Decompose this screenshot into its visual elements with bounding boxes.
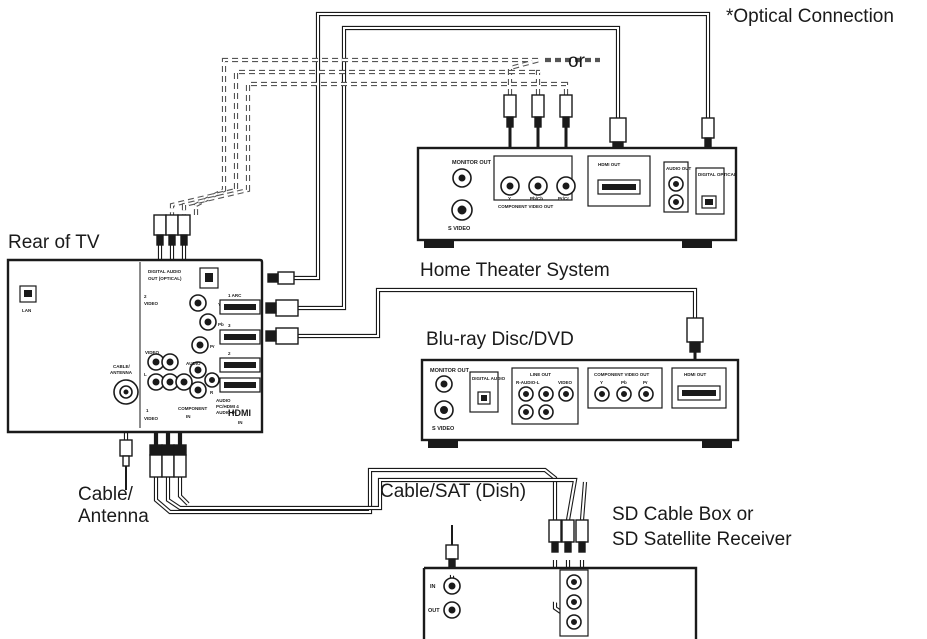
bluray-hdmi-out-label: HDMI OUT — [684, 372, 706, 377]
tv-hdmi-plugs — [265, 299, 299, 345]
or-label: or — [568, 51, 586, 72]
ht-pr-label: Pr/Cr — [558, 196, 569, 201]
pc-hdmi4-label: PC/HDMI 4 — [216, 404, 239, 409]
ht-component-video-out-label: COMPONENT VIDEO OUT — [498, 204, 554, 209]
video-label-top: VIDEO — [144, 301, 159, 306]
component-in-label: IN — [186, 414, 191, 419]
video-2-label: 2 — [144, 294, 147, 299]
tv-rear-panel: LAN DIGITAL AUDIO OUT (OPTICAL) 2 VIDEO … — [6, 258, 264, 434]
sd-box-in-label: IN — [430, 584, 436, 590]
ht-pb-label: Pb/Cb — [530, 196, 543, 201]
tv-component-plugs — [153, 214, 191, 246]
bluray-digital-audio-label: DIGITAL AUDIO — [472, 376, 506, 381]
hdmi-cable-home-theater — [298, 25, 621, 311]
sd-box-out-label: OUT — [428, 608, 440, 614]
pb-label: Pb — [218, 322, 224, 327]
sd-box-coax-plug — [445, 525, 459, 568]
optical-connection-label: *Optical Connection — [726, 6, 894, 27]
digital-audio-out-label: DIGITAL AUDIO — [148, 269, 182, 274]
component-label: COMPONENT — [178, 406, 208, 411]
bluray-s-video-label: S VIDEO — [432, 426, 455, 432]
ht-digital-optical-label: DIGITAL OPTICAL — [698, 172, 737, 177]
rear-of-tv-label: Rear of TV — [8, 232, 100, 253]
sd-box: IN OUT — [422, 566, 698, 639]
ht-audio-out-label: AUDIO OUT — [666, 166, 692, 171]
hdmi-cable-bluray — [298, 287, 698, 339]
plugs — [119, 94, 715, 568]
hdmi-logo: HDMI — [228, 408, 251, 418]
bluray-box: MONITOR OUT S VIDEO DIGITAL AUDIO LINE O… — [420, 358, 740, 448]
ht-monitor-out-label: MONITOR OUT — [452, 160, 492, 166]
bluray-foot-left — [428, 440, 458, 448]
cable-sat-label: Cable/SAT (Dish) — [380, 481, 526, 502]
audio-label-pc: AUDIO — [216, 398, 231, 403]
lan-label: LAN — [22, 308, 31, 313]
bluray-component-video-out-label: COMPONENT VIDEO OUT — [594, 372, 650, 377]
component-cable-dashed — [169, 57, 600, 215]
bluray-y-label: Y — [600, 380, 603, 385]
bluray-pb-label: Pb — [621, 380, 627, 385]
ht-foot-right — [682, 240, 712, 248]
bluray-pr-label: Pr — [643, 380, 648, 385]
composite-cable-sd-box — [153, 430, 588, 521]
bluray-foot-right — [702, 440, 732, 448]
ht-s-video-label: S VIDEO — [448, 226, 471, 232]
ht-hdmi-out-label: HDMI OUT — [598, 162, 620, 167]
bluray-monitor-out-label: MONITOR OUT — [430, 368, 470, 374]
pr-label: Pr — [210, 344, 215, 349]
hdmi-3-label: 3 — [228, 323, 231, 328]
hdmi-2-label: 2 — [228, 351, 231, 356]
r-label: R — [210, 390, 214, 395]
tv-composite-plugs — [149, 420, 187, 478]
ht-y-label: Y — [508, 196, 511, 201]
home-theater-label: Home Theater System — [420, 260, 610, 281]
home-theater-component-plugs — [503, 94, 573, 150]
tv-cable-antenna-label-2: ANTENNA — [110, 370, 133, 375]
audio-in-label: AUDIO IN — [216, 410, 236, 415]
tv-cable-antenna-label-1: CABLE/ — [113, 364, 130, 369]
cable-antenna-label-line1: Cable/ — [78, 484, 134, 505]
video-1-number: 1 — [146, 408, 149, 413]
cable-antenna-label-line2: Antenna — [78, 506, 149, 527]
audio-label: AUDIO — [186, 361, 201, 366]
bluray-video-label: VIDEO — [558, 380, 573, 385]
hdmi-in-label: IN — [238, 420, 243, 425]
video-1-label: VIDEO — [144, 416, 159, 421]
l-label: L — [144, 372, 147, 377]
labels: *Optical Connection or Rear of TV Home T… — [8, 6, 894, 550]
antenna-plug — [119, 439, 133, 490]
video-label-input: VIDEO — [145, 350, 160, 355]
tv-optical-plug — [267, 271, 295, 285]
sd-box-label-line1: SD Cable Box or — [612, 504, 754, 525]
bluray-r-audio-l-label: R-AUDIO-L — [516, 380, 540, 385]
bluray-label: Blu-ray Disc/DVD — [426, 329, 574, 350]
hdmi-arc-label: 1 ARC — [228, 293, 242, 298]
ht-foot-left — [424, 240, 454, 248]
sd-box-composite-plugs — [548, 519, 589, 553]
optical-out-label: OUT (OPTICAL) — [148, 276, 182, 281]
sd-box-label-line2: SD Satellite Receiver — [612, 529, 792, 550]
bluray-line-out-label: LINE OUT — [530, 372, 551, 377]
home-theater-box: MONITOR OUT S VIDEO Y Pb/Cb Pr/Cr COMPON… — [416, 146, 738, 248]
